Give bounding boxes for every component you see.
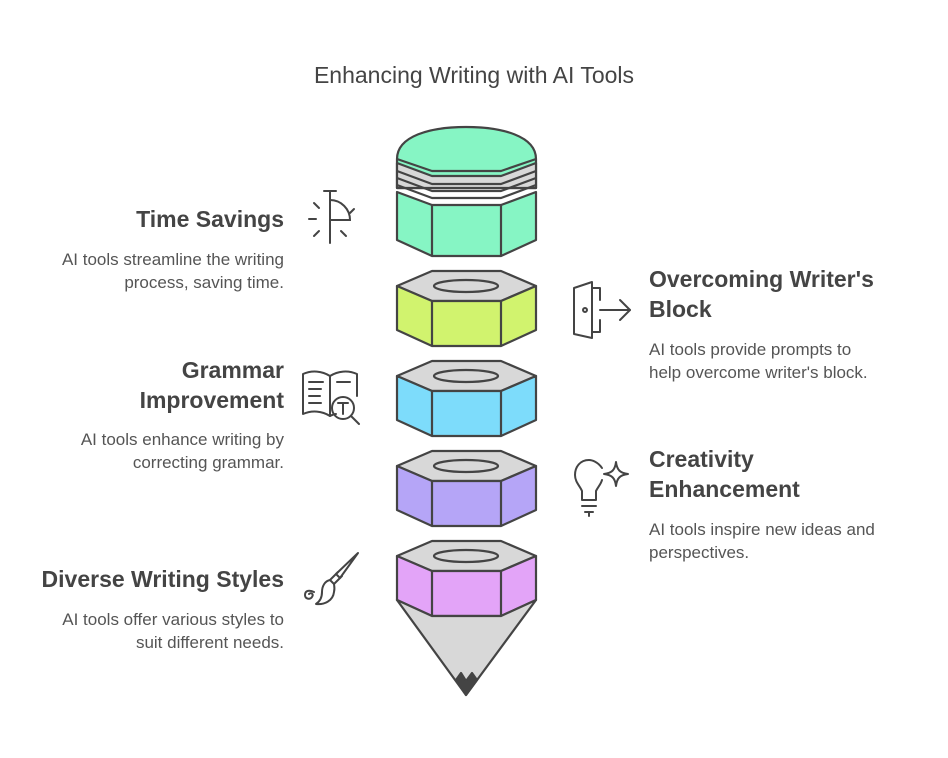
heading-diverse-writing-styles: Diverse Writing Styles bbox=[41, 566, 284, 592]
door-exit-icon bbox=[573, 281, 631, 339]
brush-icon bbox=[304, 552, 359, 606]
segment-overcoming-writers-block bbox=[395, 269, 538, 348]
pencil-stack-diagram bbox=[395, 125, 538, 697]
segment-creativity-enhancement bbox=[395, 449, 538, 528]
desc-time-savings: AI tools streamline the writing process,… bbox=[61, 250, 284, 292]
heading-creativity-enhancement: Creativity Enhancement bbox=[649, 446, 800, 502]
diagram-title: Enhancing Writing with AI Tools bbox=[313, 62, 635, 88]
heading-grammar-improvement: Grammar Improvement bbox=[139, 357, 284, 413]
heading-time-savings: Time Savings bbox=[136, 206, 284, 232]
heading-overcoming-writers-block: Overcoming Writer's Block bbox=[649, 266, 874, 322]
segment-grammar-improvement bbox=[395, 359, 538, 438]
desc-grammar-improvement: AI tools enhance writing by correcting g… bbox=[80, 430, 284, 472]
timer-icon bbox=[308, 190, 355, 244]
book-search-icon bbox=[302, 370, 360, 425]
segment-time-savings bbox=[395, 125, 538, 258]
segment-diverse-writing-styles bbox=[395, 539, 538, 697]
desc-overcoming-writers-block: AI tools provide prompts to help overcom… bbox=[649, 340, 868, 382]
lightbulb-sparkle-icon bbox=[574, 459, 629, 517]
desc-diverse-writing-styles: AI tools offer various styles to suit di… bbox=[62, 610, 284, 652]
desc-creativity-enhancement: AI tools inspire new ideas and perspecti… bbox=[649, 520, 875, 562]
